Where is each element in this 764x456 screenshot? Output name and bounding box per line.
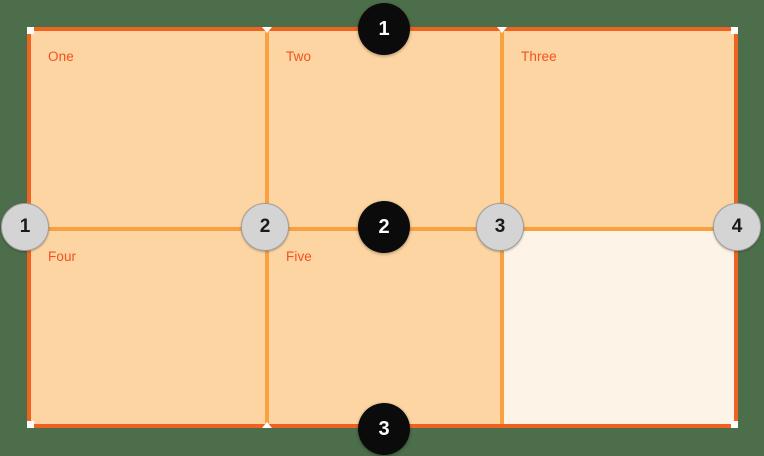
cell-label-three: Three — [521, 49, 557, 64]
divider-notch-top-1 — [262, 27, 272, 33]
grid-cell-four[interactable]: Four — [31, 231, 265, 424]
grid-cell-five[interactable]: Five — [269, 231, 500, 424]
column-handle-3-label: 3 — [494, 216, 506, 237]
corner-pip-top-right — [731, 27, 738, 34]
column-handle-2[interactable]: 2 — [241, 203, 289, 251]
divider-notch-bottom-1 — [262, 422, 272, 428]
column-handle-3[interactable]: 3 — [476, 203, 524, 251]
column-handle-2-label: 2 — [259, 216, 271, 237]
grid-cell-empty[interactable] — [504, 231, 734, 424]
section-marker-top[interactable]: 1 — [358, 3, 410, 55]
cell-label-four: Four — [48, 249, 77, 264]
column-handle-1-label: 1 — [19, 216, 31, 237]
cell-label-one: One — [48, 49, 74, 64]
grid-cell-one[interactable]: One — [31, 31, 265, 227]
section-marker-middle-label: 2 — [378, 215, 390, 238]
corner-pip-bottom-right — [731, 421, 738, 428]
section-marker-middle[interactable]: 2 — [358, 201, 410, 253]
corner-pip-top-left — [27, 27, 34, 34]
column-handle-4-label: 4 — [731, 216, 743, 237]
column-handle-4[interactable]: 4 — [713, 203, 761, 251]
divider-notch-top-2 — [497, 27, 507, 33]
grid-cell-two[interactable]: Two — [269, 31, 500, 227]
grid-cell-three[interactable]: Three — [504, 31, 734, 227]
corner-pip-bottom-left — [27, 421, 34, 428]
section-marker-bottom-label: 3 — [378, 417, 390, 440]
section-marker-top-label: 1 — [378, 17, 390, 40]
cell-label-two: Two — [286, 49, 312, 64]
column-handle-1[interactable]: 1 — [1, 203, 49, 251]
grid-frame: One Two Three Four Five — [27, 27, 738, 428]
section-marker-bottom[interactable]: 3 — [358, 403, 410, 455]
cell-label-five: Five — [286, 249, 312, 264]
